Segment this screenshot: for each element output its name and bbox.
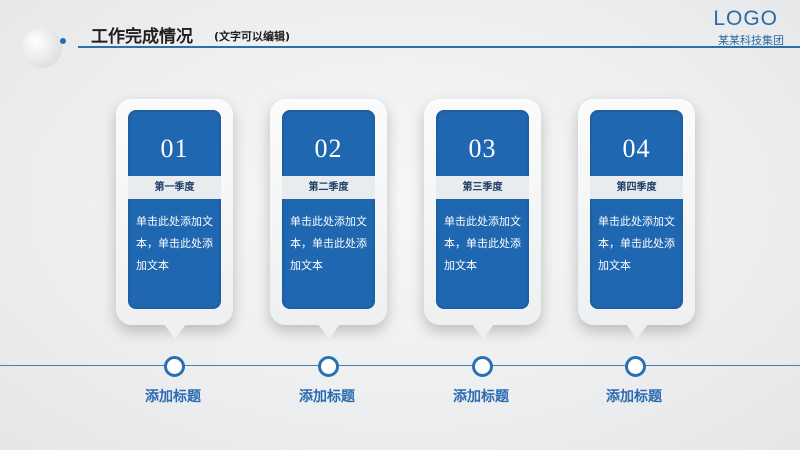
timeline-line [0, 365, 800, 366]
timeline-node-2 [318, 356, 339, 377]
card-body-text[interactable]: 单击此处添加文本，单击此处添加文本 [136, 215, 213, 272]
card-quarter-label: 第三季度 [436, 176, 529, 199]
decorative-dot [60, 38, 66, 44]
card-panel: 04 第四季度 单击此处添加文本，单击此处添加文本 [590, 110, 683, 309]
quarter-card-2[interactable]: 02 第二季度 单击此处添加文本，单击此处添加文本 [270, 99, 387, 339]
card-number: 03 [468, 134, 497, 163]
card-panel: 03 第三季度 单击此处添加文本，单击此处添加文本 [436, 110, 529, 309]
quarter-card-1[interactable]: 01 第一季度 单击此处添加文本，单击此处添加文本 [116, 99, 233, 339]
card-panel: 01 第一季度 单击此处添加文本，单击此处添加文本 [128, 110, 221, 309]
decorative-circle [22, 28, 62, 68]
card-quarter-label: 第一季度 [128, 176, 221, 199]
timeline-title-4[interactable]: 添加标题 [606, 389, 662, 405]
card-pointer [472, 324, 494, 339]
card-quarter-label: 第四季度 [590, 176, 683, 199]
page-title: 工作完成情况 [91, 27, 193, 47]
quarter-card-4[interactable]: 04 第四季度 单击此处添加文本，单击此处添加文本 [578, 99, 695, 339]
timeline-node-1 [164, 356, 185, 377]
card-pointer [164, 324, 186, 339]
timeline-title-3[interactable]: 添加标题 [453, 389, 509, 405]
timeline-title-2[interactable]: 添加标题 [299, 389, 355, 405]
card-number: 02 [314, 134, 343, 163]
timeline-node-3 [472, 356, 493, 377]
card-pointer [318, 324, 340, 339]
timeline-node-4 [625, 356, 646, 377]
quarter-card-3[interactable]: 03 第三季度 单击此处添加文本，单击此处添加文本 [424, 99, 541, 339]
card-body-text[interactable]: 单击此处添加文本，单击此处添加文本 [598, 215, 675, 272]
header-divider [78, 46, 800, 48]
card-pointer [626, 324, 648, 339]
card-quarter-label: 第二季度 [282, 176, 375, 199]
page-subtitle: (文字可以编辑) [214, 30, 291, 43]
timeline-title-1[interactable]: 添加标题 [145, 389, 201, 405]
company-name: 某某科技集团 [718, 34, 784, 47]
card-panel: 02 第二季度 单击此处添加文本，单击此处添加文本 [282, 110, 375, 309]
card-body-text[interactable]: 单击此处添加文本，单击此处添加文本 [444, 215, 521, 272]
logo-text: LOGO [713, 7, 778, 30]
card-number: 01 [160, 134, 189, 163]
card-body-text[interactable]: 单击此处添加文本，单击此处添加文本 [290, 215, 367, 272]
card-number: 04 [622, 134, 651, 163]
